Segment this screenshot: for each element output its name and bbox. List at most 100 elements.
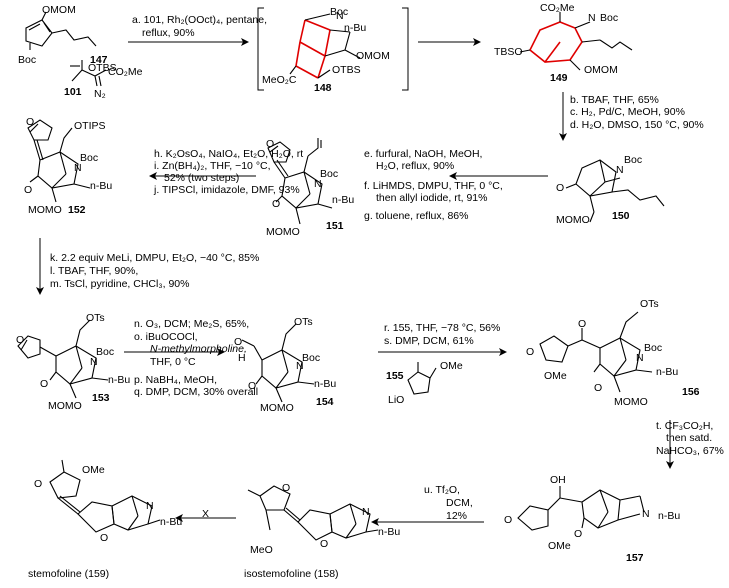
label-O-lactone-156: O: [526, 346, 535, 358]
label-N-156: N: [636, 352, 644, 364]
compound-156-label: 156: [682, 386, 700, 398]
compound-154-label: 154: [316, 396, 334, 408]
step-a-line2: reflux, 90%: [142, 27, 195, 39]
label-OMe-157: OMe: [548, 540, 571, 552]
label-MOMO-156: MOMO: [614, 396, 648, 408]
step-d: d. H₂O, DMSO, 150 °C, 90%: [570, 119, 704, 131]
structure-159: [49, 459, 161, 533]
step-t-line2: then satd.: [666, 432, 713, 444]
label-OTs-154: OTs: [294, 316, 313, 328]
step-o-line1: o. iBuOCOCl,: [134, 331, 198, 343]
label-nBu-148: n-Bu: [344, 22, 367, 34]
label-nBu-159: n-Bu: [160, 516, 183, 528]
label-CO2Me-101: CO₂Me: [108, 66, 143, 78]
label-MOMO-150: MOMO: [556, 214, 590, 226]
step-l: l. TBAF, THF, 90%,: [50, 265, 139, 277]
step-b: b. TBAF, THF, 65%: [570, 94, 659, 106]
label-MOMO-152: MOMO: [28, 204, 62, 216]
label-MeO-158: MeO: [250, 544, 273, 556]
label-Boc-151: Boc: [320, 168, 339, 180]
label-N-157: N: [642, 508, 650, 520]
label-H-154: H: [238, 352, 246, 364]
step-o-line2: N-methylmorpholine,: [150, 343, 247, 355]
compound-150-label: 150: [612, 210, 630, 222]
structure-158: [247, 485, 379, 541]
label-O-ketone-156: O: [578, 318, 587, 330]
label-nBu-151: n-Bu: [332, 194, 355, 206]
label-OTs-156: OTs: [640, 298, 659, 310]
label-N-150: N: [616, 164, 624, 176]
label-nBu-154: n-Bu: [314, 378, 337, 390]
step-h: h. K₂OsO₄, NaIO₄, Et₂O, H₂O, rt: [154, 148, 304, 160]
label-Boc-154: Boc: [302, 352, 321, 364]
label-O-156: O: [594, 382, 603, 394]
compound-151-label: 151: [326, 220, 344, 232]
structure-149: [519, 12, 633, 71]
step-a-line1: a. 101, Rh₂(OOct)₄, pentane,: [132, 14, 268, 26]
compound-159-label: stemofoline (159): [28, 568, 110, 580]
compound-153-label: 153: [92, 392, 110, 404]
structure-151: [267, 138, 333, 225]
label-N-152: N: [74, 162, 82, 174]
label-nBu-158: n-Bu: [378, 526, 401, 538]
label-CO2Me-149: CO₂Me: [540, 2, 575, 14]
label-O-lactone-158: O: [282, 482, 291, 494]
label-Boc-150: Boc: [624, 154, 643, 166]
label-TBSO-149: TBSO: [494, 46, 523, 58]
structure-148: [289, 13, 361, 79]
label-N-151: N: [314, 178, 322, 190]
label-Boc-147: Boc: [18, 54, 37, 66]
structure-157: [517, 486, 645, 531]
compound-158-label: isostemofoline (158): [244, 568, 339, 580]
compound-149-label: 149: [550, 72, 568, 84]
label-N-148: N: [336, 10, 344, 22]
label-O-150: O: [556, 182, 565, 194]
label-OMe-159: OMe: [82, 464, 105, 476]
label-OTBS-101: OTBS: [88, 62, 117, 74]
structure-156: [539, 311, 653, 393]
structure-155: [407, 362, 437, 395]
label-O-158: O: [320, 538, 329, 550]
step-j: j. TIPSCl, imidazole, DMF, 93%: [154, 184, 300, 196]
label-nBu-156: n-Bu: [656, 366, 679, 378]
label-OMOM-148: OMOM: [356, 50, 390, 62]
step-q: q. DMP, DCM, 30% overall: [134, 386, 259, 398]
step-u-line2: DCM,: [446, 497, 473, 509]
label-Boc-156: Boc: [644, 342, 663, 354]
step-f-line1: f. LiHMDS, DMPU, THF, 0 °C,: [364, 180, 503, 192]
label-MeO2C-148: MeO₂C: [262, 74, 297, 86]
step-i-line1: i. Zn(BH₄)₂, THF, −10 °C,: [154, 160, 271, 172]
step-u-line3: 12%: [446, 510, 468, 522]
label-Boc-153: Boc: [96, 346, 115, 358]
label-N2-101: N₂: [94, 88, 106, 100]
structure-154: [241, 323, 315, 403]
label-N-154: N: [296, 360, 304, 372]
structure-150: [565, 159, 665, 223]
compound-148-label: 148: [314, 82, 332, 94]
structure-101: [70, 60, 107, 87]
structure-153: [17, 319, 109, 399]
label-OMOM-147: OMOM: [42, 4, 76, 16]
step-e-line1: e. furfural, NaOH, MeOH,: [364, 148, 483, 160]
label-nBu-153: n-Bu: [108, 374, 131, 386]
label-MOMO-153: MOMO: [48, 400, 82, 412]
label-OMe-155: OMe: [440, 360, 463, 372]
step-g: g. toluene, reflux, 86%: [364, 210, 469, 222]
step-t-line1: t. CF₃CO₂H,: [656, 420, 714, 432]
label-OTs-153: OTs: [86, 312, 105, 324]
label-LiO-155: LiO: [388, 394, 405, 406]
label-N-149: N: [588, 12, 596, 24]
step-m: m. TsCl, pyridine, CHCl₃, 90%: [50, 278, 190, 290]
label-N-158: N: [362, 506, 370, 518]
label-O-151: O: [272, 198, 281, 210]
label-O-159: O: [100, 532, 109, 544]
label-Boc-148: Boc: [330, 6, 349, 18]
label-O-157: O: [574, 528, 583, 540]
label-O-152: O: [24, 184, 33, 196]
label-O-furan-152: O: [26, 116, 35, 128]
label-Boc-149: Boc: [600, 12, 619, 24]
label-O-furan-153: O: [16, 334, 25, 346]
step-c: c. H₂, Pd/C, MeOH, 90%: [570, 106, 685, 118]
step-i-line2: 52% (two steps): [164, 172, 240, 184]
